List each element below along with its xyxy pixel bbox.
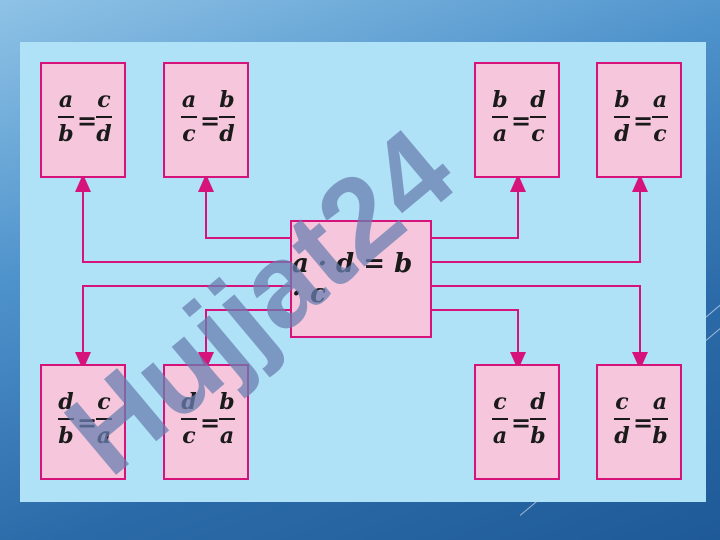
denominator: d <box>614 423 630 449</box>
denominator: c <box>653 121 667 147</box>
numerator: b <box>614 87 630 113</box>
numerator: a <box>652 87 668 113</box>
center-formula: a · d = b · c <box>292 249 413 309</box>
connector-bottom-right <box>432 285 648 370</box>
numerator: d <box>530 389 546 415</box>
center-formula-box: a · d = b · c <box>290 220 432 338</box>
denominator: d <box>219 121 235 147</box>
numerator: c <box>97 87 111 113</box>
numerator: b <box>219 389 235 415</box>
equals-sign: = <box>511 106 532 135</box>
equals-sign: = <box>200 106 221 135</box>
connector-top-right-inner <box>432 174 526 239</box>
equals-sign: = <box>511 408 532 437</box>
numerator: c <box>97 389 111 415</box>
numerator: b <box>219 87 235 113</box>
equals-sign: = <box>77 106 98 135</box>
connector-bottom-left <box>75 285 290 370</box>
denominator: b <box>530 423 546 449</box>
connector-bottom-left-inner <box>198 309 290 370</box>
connector-bottom-right-inner <box>432 309 526 370</box>
equals-sign: = <box>633 408 654 437</box>
equals-sign: = <box>200 408 221 437</box>
denominator: b <box>58 423 74 449</box>
denominator: d <box>614 121 630 147</box>
numerator: b <box>492 87 508 113</box>
numerator: d <box>58 389 74 415</box>
denominator: a <box>492 423 508 449</box>
connector-top-left-inner <box>198 174 290 239</box>
denominator: a <box>492 121 508 147</box>
denominator: b <box>652 423 668 449</box>
numerator: a <box>652 389 668 415</box>
denominator: c <box>531 121 545 147</box>
denominator: c <box>182 423 196 449</box>
connector-lines <box>75 174 648 370</box>
equals-sign: = <box>77 408 98 437</box>
numerator: c <box>493 389 507 415</box>
connector-top-left <box>75 174 290 263</box>
denominator: b <box>58 121 74 147</box>
numerator: d <box>181 389 197 415</box>
denominator: a <box>219 423 235 449</box>
denominator: a <box>96 423 112 449</box>
numerator: c <box>615 389 629 415</box>
denominator: c <box>182 121 196 147</box>
numerator: d <box>530 87 546 113</box>
numerator: a <box>181 87 197 113</box>
denominator: d <box>96 121 112 147</box>
equals-sign: = <box>633 106 654 135</box>
numerator: a <box>58 87 74 113</box>
connector-top-right <box>432 174 648 263</box>
